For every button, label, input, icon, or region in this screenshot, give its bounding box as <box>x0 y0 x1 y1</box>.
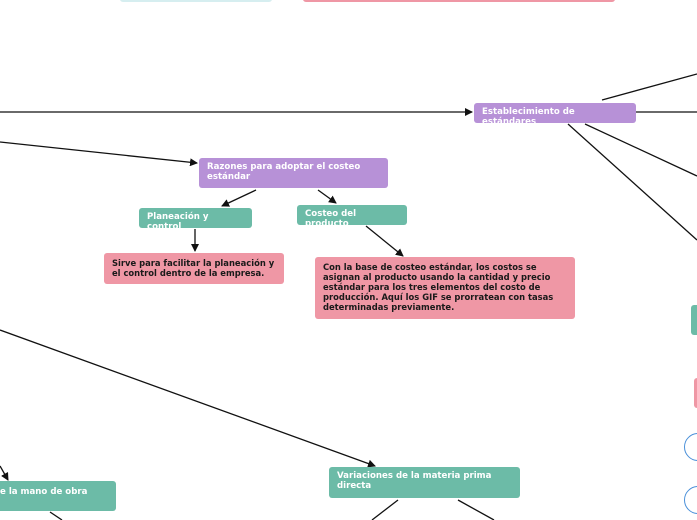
offscreen-node-top-right[interactable] <box>303 0 615 2</box>
offscreen-node-top-left[interactable] <box>120 0 272 2</box>
offscreen-node-right-pink[interactable] <box>694 378 697 408</box>
node-label: Planeación y control <box>147 212 209 228</box>
edge-materia-out-2 <box>457 499 495 520</box>
edge-left-to-razones <box>0 141 198 167</box>
edge-left-to-mano-obra <box>0 465 9 481</box>
note-text: Sirve para facilitar la planeación y el … <box>112 258 275 278</box>
edge-materia-out-1 <box>371 499 399 520</box>
edge-mano-out-1 <box>49 511 63 520</box>
node-costeo-del-producto[interactable]: Costeo del producto <box>297 205 407 225</box>
edge-establecimiento-out-1 <box>601 73 697 101</box>
node-label: Variaciones de la materia prima directa <box>337 471 492 491</box>
node-variaciones-mano-de-obra[interactable]: e la mano de obra <box>0 481 116 511</box>
offscreen-node-right-teal[interactable] <box>691 305 697 335</box>
edge-establecimiento-out-3 <box>584 123 697 177</box>
note-planeacion[interactable]: Sirve para facilitar la planeación y el … <box>104 253 284 284</box>
note-text: Con la base de costeo estándar, los cost… <box>323 262 554 312</box>
node-establecimiento-de-estandares[interactable]: Establecimiento de estándares <box>474 103 636 123</box>
node-planeacion-y-control[interactable]: Planeación y control <box>139 208 252 228</box>
node-label: Establecimiento de estándares <box>482 107 575 123</box>
edge-razones-to-planeacion <box>221 189 257 207</box>
note-costeo-producto[interactable]: Con la base de costeo estándar, los cost… <box>315 257 575 319</box>
node-label: Costeo del producto <box>305 209 357 225</box>
node-label: Razones para adoptar el costeo estándar <box>207 162 361 182</box>
edge-establecimiento-out-4 <box>567 123 697 241</box>
edge-razones-to-costeo <box>317 189 337 204</box>
edge-left-to-materia-prima <box>0 329 376 468</box>
node-razones-para-adoptar[interactable]: Razones para adoptar el costeo estándar <box>199 158 388 188</box>
node-label: e la mano de obra <box>0 487 88 497</box>
node-variaciones-materia-prima[interactable]: Variaciones de la materia prima directa <box>329 467 520 498</box>
edge-costeo-to-nota <box>365 225 404 257</box>
